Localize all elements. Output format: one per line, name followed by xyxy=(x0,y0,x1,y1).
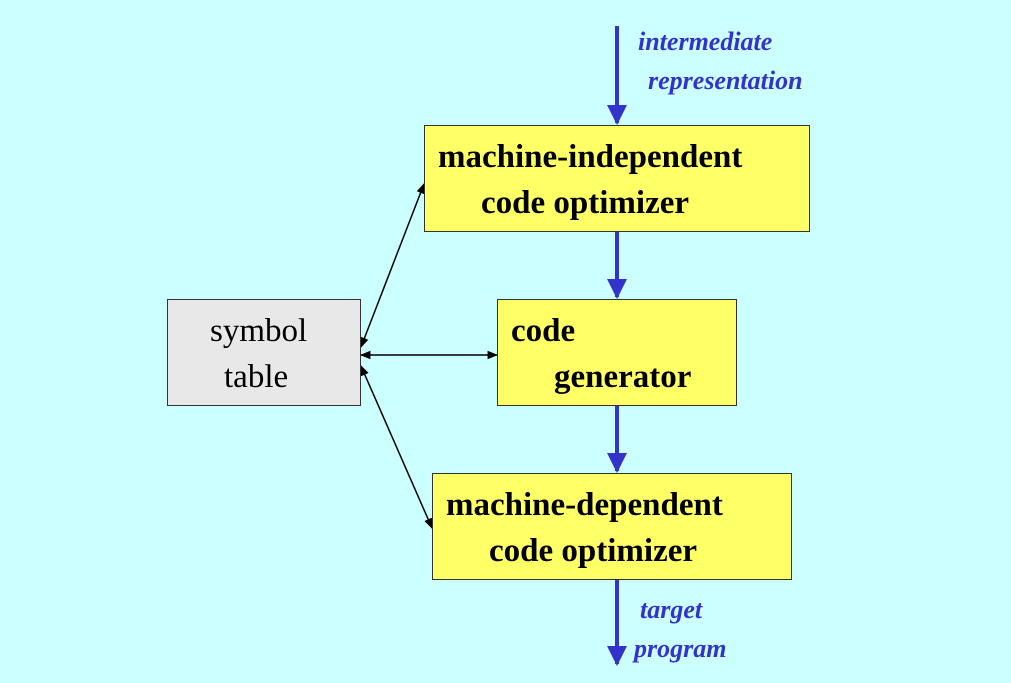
code-generator-box: code generator xyxy=(497,299,737,406)
symbol-table-line2: table xyxy=(224,359,289,395)
code-generator-line1: code xyxy=(511,313,576,349)
output-label-line2: program xyxy=(634,634,727,663)
symtab-mi-optimizer-link xyxy=(360,183,425,348)
code-generator-line2: generator xyxy=(554,359,692,395)
input-label: intermediate xyxy=(638,27,772,57)
output-label-line1: target xyxy=(640,595,703,624)
mi-optimizer-line2: code optimizer xyxy=(481,185,690,221)
mi-optimizer-line1: machine-independent xyxy=(438,139,743,175)
md-optimizer-line2: code optimizer xyxy=(489,533,698,569)
machine-dependent-optimizer-box: machine-dependent code optimizer xyxy=(432,473,792,580)
input-label-line2: representation xyxy=(648,66,803,95)
output-label-second: program xyxy=(634,634,726,664)
input-label-second: representation xyxy=(648,66,803,96)
symbol-table-line1: symbol xyxy=(210,313,308,349)
output-label: target xyxy=(640,595,702,625)
symbol-table-box: symbol table xyxy=(167,299,361,406)
machine-independent-optimizer-box: machine-independent code optimizer xyxy=(424,125,810,232)
input-label-line1: intermediate xyxy=(638,27,773,56)
symtab-md-optimizer-link xyxy=(360,365,433,529)
md-optimizer-line1: machine-dependent xyxy=(446,487,723,523)
